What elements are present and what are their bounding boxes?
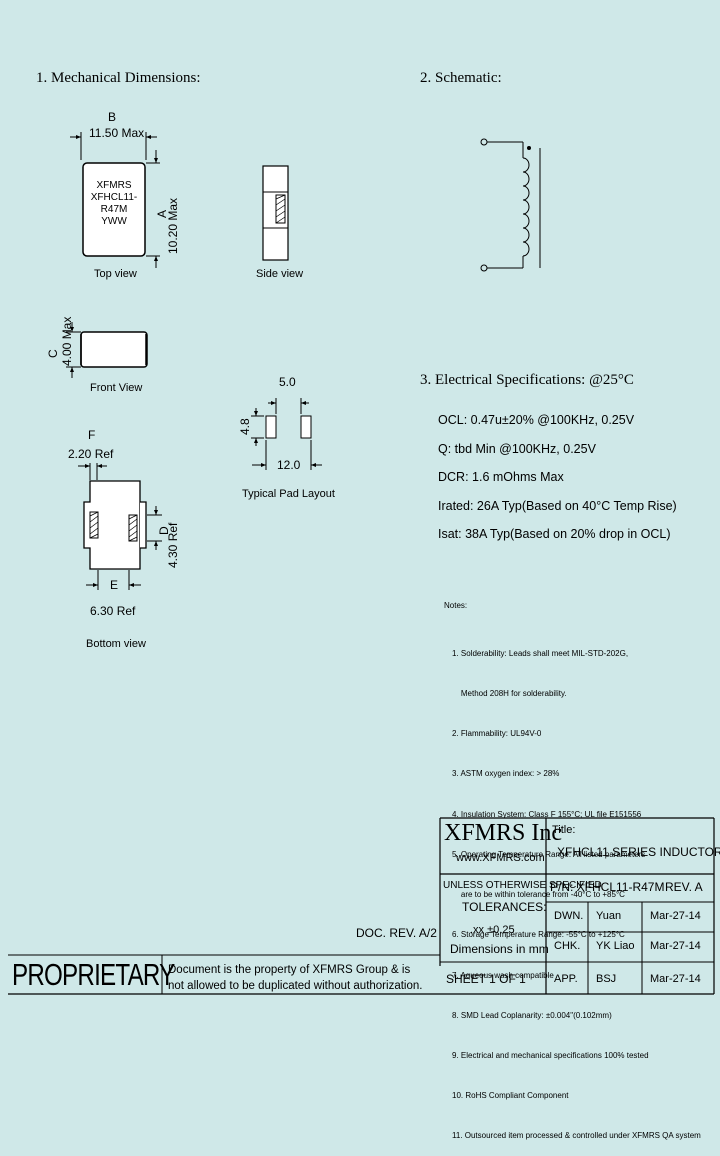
marking-line-3: R47M xyxy=(100,204,128,215)
note-11: 11. Outsourced item processed & controll… xyxy=(452,1131,701,1141)
title-label: Title: xyxy=(552,824,576,836)
front-view-body xyxy=(80,331,148,368)
note-6: 6. Storage Temperature Range: -55°C to +… xyxy=(452,930,625,940)
top-view-label: Top view xyxy=(94,268,137,280)
note-5b: are to be within tolerance from -40°C to… xyxy=(452,890,625,900)
note-8: 8. SMD Lead Coplanarity: ±0.004"(0.102mm… xyxy=(452,1010,612,1020)
marking-line-2: XFHCL11- xyxy=(90,192,138,203)
section-electrical-title: 3. Electrical Specifications: @25°C xyxy=(420,372,634,388)
proprietary-label: PROPRIETARY xyxy=(12,957,175,992)
proprietary-line-2: not allowed to be duplicated without aut… xyxy=(168,980,423,992)
front-view-label: Front View xyxy=(90,382,143,394)
marking-line-1: XFMRS xyxy=(96,180,132,191)
spec-dcr: DCR: 1.6 mOhms Max xyxy=(438,470,564,484)
note-3: 3. ASTM oxygen index: > 28% xyxy=(452,769,560,779)
spec-list: OCL: 0.47u±20% @100KHz, 0.25V Q: tbd Min… xyxy=(438,406,677,549)
section-mechanical-title: 1. Mechanical Dimensions: xyxy=(36,70,201,86)
sheet-number: SHEET 1 OF 1 xyxy=(446,972,526,986)
company-website: www.XFMRS.com xyxy=(456,852,545,864)
proprietary-notice: Document is the property of XFMRS Group … xyxy=(168,962,422,994)
dim-c-value: 4.00 Max xyxy=(60,316,74,366)
part-number: P/N: XFHCL11-R47M xyxy=(550,880,665,894)
note-1b: Method 208H for solderability. xyxy=(452,689,567,699)
spec-isat: Isat: 38A Typ(Based on 20% drop in OCL) xyxy=(438,527,671,541)
note-2: 2. Flammability: UL94V-0 xyxy=(452,729,542,739)
doc-revision: DOC. REV. A/2 xyxy=(356,926,437,940)
note-1a: 1. Solderability: Leads shall meet MIL-S… xyxy=(452,648,629,658)
part-marking: XFMRS XFHCL11- R47M YWW xyxy=(88,180,140,228)
section-schematic-title: 2. Schematic: xyxy=(420,70,502,86)
pad-dim-5: 5.0 xyxy=(279,375,296,389)
spec-irated: Irated: 26A Typ(Based on 40°C Temp Rise) xyxy=(438,498,677,513)
chk-name: YK Liao xyxy=(596,940,635,952)
dim-e-letter: E xyxy=(110,578,119,592)
top-view-body xyxy=(82,162,146,257)
dim-e-value: 6.30 Ref xyxy=(90,604,136,618)
drawing-lines xyxy=(8,132,715,995)
dim-b-letter: B xyxy=(108,110,117,124)
dim-f-letter: F xyxy=(88,428,96,442)
pad-layout-label: Typical Pad Layout xyxy=(242,488,335,500)
spec-q: Q: tbd Min @100KHz, 0.25V xyxy=(438,441,596,456)
dim-d-value: 4.30 Ref xyxy=(166,522,180,568)
tolerance-value: .xx ±0.25 xyxy=(470,924,515,936)
spec-ocl: OCL: 0.47u±20% @100KHz, 0.25V xyxy=(438,413,635,427)
dimensions-unit: Dimensions in mm xyxy=(450,942,549,956)
marking-line-4: YWW xyxy=(101,216,127,227)
dim-b-value: 11.50 Max xyxy=(89,126,145,140)
note-4: 4. Insulation System: Class F 155°C; UL … xyxy=(452,809,642,819)
dwn-label: DWN. xyxy=(554,910,584,922)
proprietary-line-1: Document is the property of XFMRS Group … xyxy=(168,964,411,976)
unless-otherwise: UNLESS OTHERWISE SPECIFIED xyxy=(443,880,602,891)
revision: REV. A xyxy=(665,880,703,894)
chk-label: CHK. xyxy=(554,940,581,952)
dwn-name: Yuan xyxy=(596,910,622,922)
side-view-label: Side view xyxy=(256,268,304,280)
company-name: XFMRS Inc xyxy=(444,820,563,846)
chk-date: Mar-27-14 xyxy=(650,940,701,952)
app-date: Mar-27-14 xyxy=(650,973,701,985)
tolerances-label: TOLERANCES: xyxy=(462,900,547,914)
note-5a: 5. Operating Temperature Range: All list… xyxy=(452,849,646,859)
pad-dim-12: 12.0 xyxy=(277,458,301,472)
bottom-view-label: Bottom view xyxy=(86,638,146,650)
dim-c-letter: C xyxy=(46,349,60,358)
note-10: 10. RoHS Compliant Component xyxy=(452,1091,569,1101)
notes-title: Notes: xyxy=(444,601,468,610)
dim-f-value: 2.20 Ref xyxy=(68,447,114,461)
note-7: 7. Aqueous wash compatible xyxy=(452,970,554,980)
note-9: 9. Electrical and mechanical specificati… xyxy=(452,1051,649,1060)
app-label: APP. xyxy=(554,973,578,985)
app-name: BSJ xyxy=(596,973,617,985)
dwn-date: Mar-27-14 xyxy=(650,910,701,922)
dim-a-value: 10.20 Max xyxy=(166,197,180,254)
pad-dim-4-8: 4.8 xyxy=(238,418,252,435)
title-value: XFHCL11 SERIES INDUCTORS xyxy=(557,845,720,859)
